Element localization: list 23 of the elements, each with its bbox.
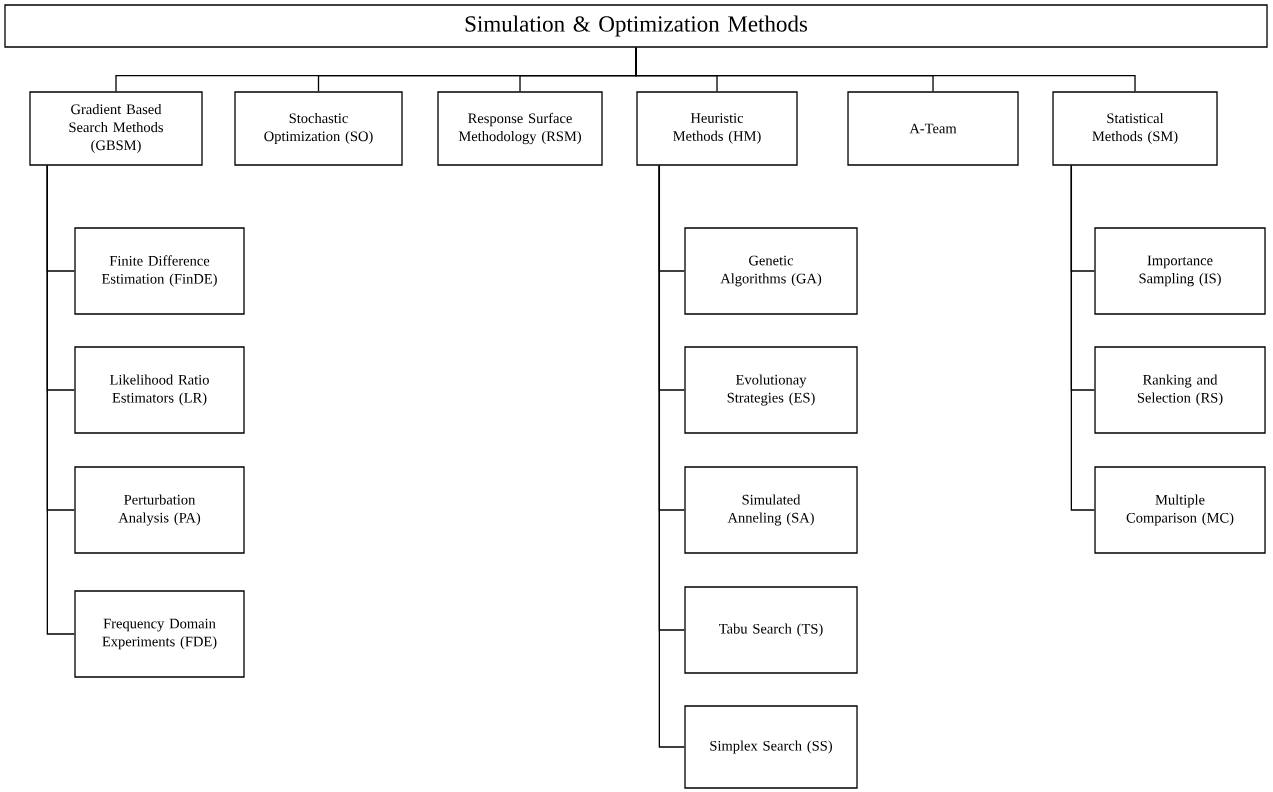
method-box: Ranking and Selection (RS) xyxy=(1094,346,1266,434)
connector-line xyxy=(46,165,75,635)
method-box: Heuristic Methods (HM) xyxy=(636,91,798,166)
method-box: Genetic Algorithms (GA) xyxy=(684,227,858,315)
method-box: Multiple Comparison (MC) xyxy=(1094,466,1266,554)
method-box: Response Surface Methodology (RSM) xyxy=(437,91,603,166)
method-box: Tabu Search (TS) xyxy=(684,586,858,674)
method-box: A-Team xyxy=(847,91,1019,166)
method-box: Likelihood Ratio Estimators (LR) xyxy=(74,346,245,434)
title-box: Simulation & Optimization Methods xyxy=(4,4,1268,48)
method-box: Gradient Based Search Methods (GBSM) xyxy=(29,91,203,166)
connector-line xyxy=(658,165,685,748)
method-box: Frequency Domain Experiments (FDE) xyxy=(74,590,245,678)
method-box: Perturbation Analysis (PA) xyxy=(74,466,245,554)
method-box: Stochastic Optimization (SO) xyxy=(234,91,403,166)
connector-line xyxy=(635,47,1136,92)
connector-line xyxy=(1070,165,1095,511)
method-box: Statistical Methods (SM) xyxy=(1052,91,1218,166)
method-box: Evolutionay Strategies (ES) xyxy=(684,346,858,434)
method-box: Finite Difference Estimation (FinDE) xyxy=(74,227,245,315)
method-box: Simulated Anneling (SA) xyxy=(684,466,858,554)
method-box: Importance Sampling (IS) xyxy=(1094,227,1266,315)
method-box: Simplex Search (SS) xyxy=(684,705,858,789)
